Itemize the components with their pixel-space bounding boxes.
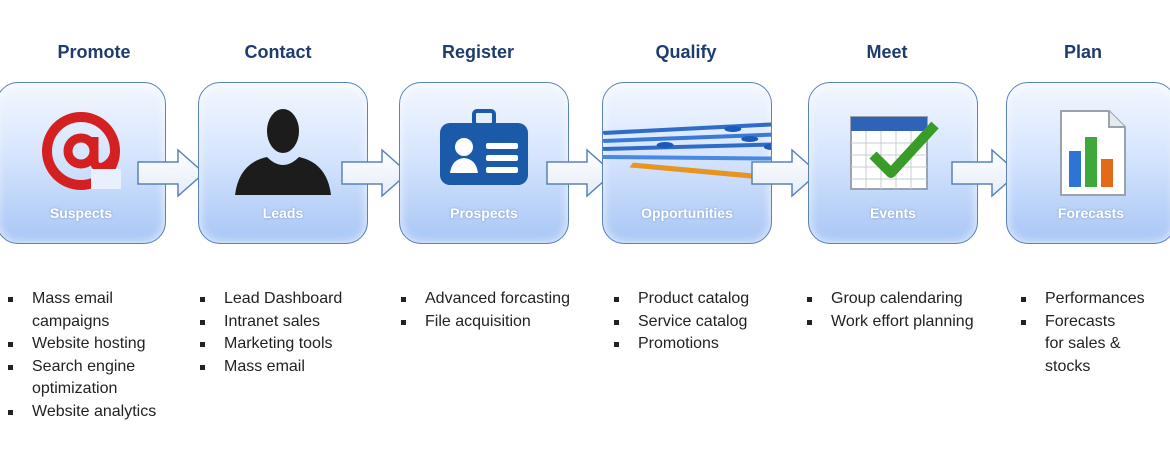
card-prospects: Prospects [399, 82, 569, 244]
stage-title: Contact [244, 42, 312, 62]
list-item: Mass email [200, 356, 380, 379]
card-forecasts: Forecasts [1006, 82, 1170, 244]
arrow-right-icon [341, 148, 410, 198]
card-label: Leads [262, 205, 304, 221]
list-item: Group calendaring [807, 288, 992, 311]
list-item: Lead Dashboard [200, 288, 380, 311]
list-item: Marketing tools [200, 333, 380, 356]
list-item: Forecasts for sales & stocks [1021, 311, 1170, 379]
list-item: Service catalog [614, 311, 794, 334]
bullet-list-promote: Mass email campaigns Website hosting Sea… [8, 288, 183, 423]
list-item: File acquisition [401, 311, 576, 334]
race-runners-icon [603, 122, 771, 181]
card-events: Events [808, 82, 978, 244]
arrow-right-icon [951, 148, 1020, 198]
arrow-right-icon [751, 148, 820, 198]
calendar-check-icon [850, 116, 939, 190]
list-item: Website hosting [8, 333, 183, 356]
bullet-list-qualify: Product catalog Service catalog Promotio… [614, 288, 794, 356]
at-sign-icon [42, 112, 121, 190]
bullet-list-plan: Performances Forecasts for sales & stock… [1021, 288, 1170, 378]
card-label: Suspects [49, 205, 113, 221]
stage-title: Qualify [655, 42, 717, 62]
bullet-list-contact: Lead Dashboard Intranet sales Marketing … [200, 288, 380, 378]
list-item: Performances [1021, 288, 1170, 311]
stage-title: Meet [866, 42, 908, 62]
card-label: Opportunities [641, 205, 733, 221]
bullet-list-meet: Group calendaring Work effort planning [807, 288, 992, 333]
list-item: Work effort planning [807, 311, 992, 334]
list-item: Promotions [614, 333, 794, 356]
list-item: Intranet sales [200, 311, 380, 334]
bar-chart-document-icon [1060, 110, 1126, 196]
card-label: Forecasts [1057, 205, 1125, 221]
list-item: Product catalog [614, 288, 794, 311]
bullet-list-register: Advanced forcasting File acquisition [401, 288, 576, 333]
card-label: Prospects [450, 205, 518, 221]
id-badge-icon [440, 109, 528, 185]
list-item: Advanced forcasting [401, 288, 576, 311]
list-item-text: Forecasts for sales & stocks [1045, 312, 1121, 375]
card-opportunities: Opportunities [602, 82, 772, 244]
stage-title: Promote [57, 42, 131, 62]
list-item: Mass email campaigns [8, 288, 183, 333]
arrow-right-icon [546, 148, 615, 198]
stage-title: Plan [1063, 42, 1102, 62]
arrow-right-icon [137, 148, 206, 198]
person-silhouette-icon [235, 109, 331, 195]
stage-title: Register [441, 42, 515, 62]
card-label: Events [870, 205, 916, 221]
card-leads: Leads [198, 82, 368, 244]
list-item: Search engine optimization [8, 356, 183, 401]
list-item: Website analytics [8, 401, 183, 424]
